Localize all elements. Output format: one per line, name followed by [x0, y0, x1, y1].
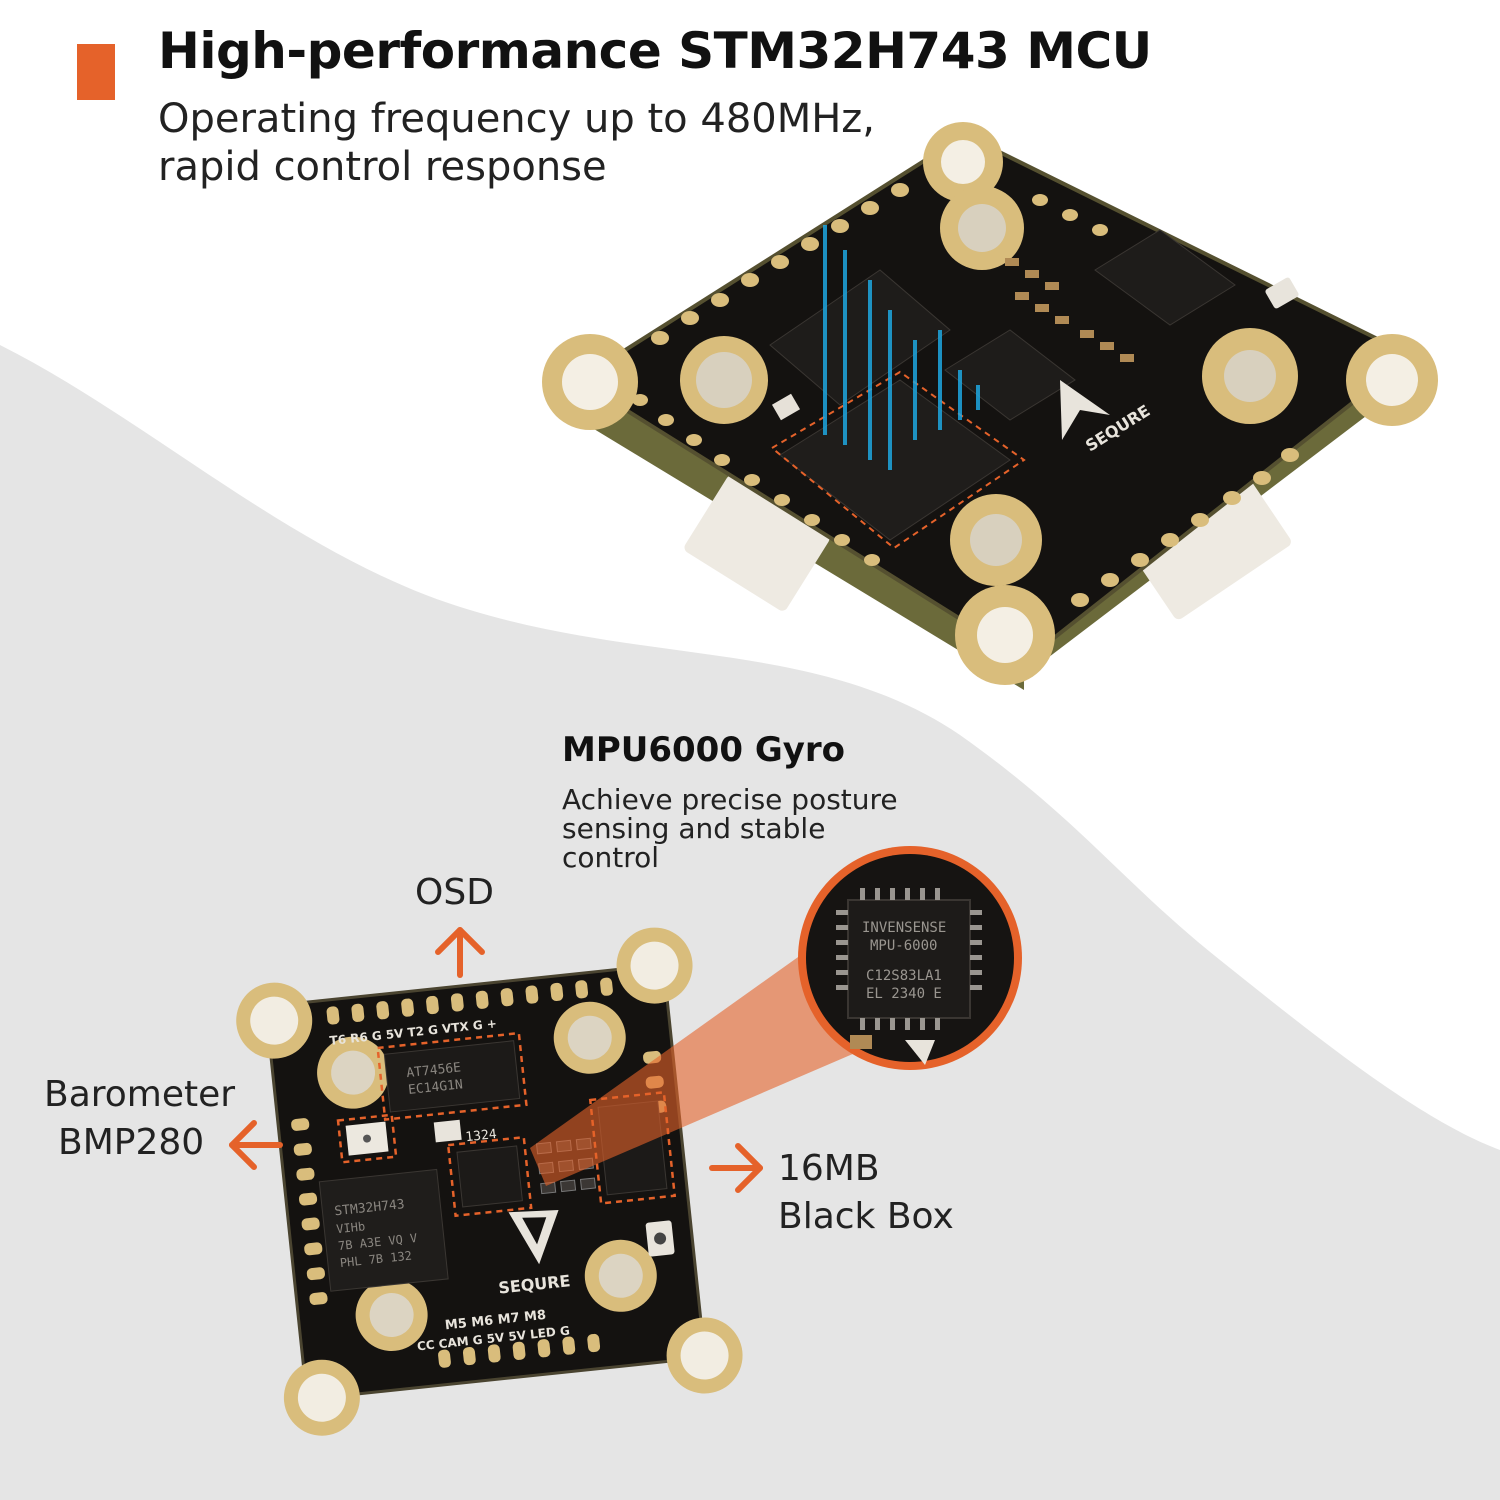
- gyro-chip-label-2: MPU-6000: [870, 938, 937, 954]
- code-1324: 1324: [465, 1127, 498, 1145]
- gyro-title: MPU6000 Gyro: [562, 730, 846, 770]
- blackbox-arrow-icon: [709, 1143, 763, 1193]
- top-mcu-chip: [779, 379, 1011, 541]
- bottom-mount-holes: [236, 927, 743, 1436]
- flight-controller-top-view: SEQURE: [542, 122, 1438, 690]
- top-flash-chip: [1094, 229, 1236, 326]
- blackbox-size-label: 16MB: [778, 1148, 880, 1189]
- barometer-model-label: BMP280: [58, 1122, 205, 1163]
- gyro-magnified-view: INVENSENSE MPU-6000 C12S83LA1 EL 2340 E: [798, 846, 1022, 1070]
- osd-chip-label-1: AT7456E: [406, 1060, 462, 1081]
- connector-left: [684, 475, 830, 611]
- barometer-label: Barometer: [44, 1074, 236, 1115]
- gyro-desc-line-1: Achieve precise posture: [562, 783, 898, 816]
- osd-chip: [383, 1040, 521, 1113]
- page-title: High-performance STM32H743 MCU: [158, 22, 1152, 80]
- top-mount-holes: [542, 122, 1438, 685]
- gyro-chip-label-3: C12S83LA1: [866, 968, 942, 984]
- top-smd-parts: [1005, 258, 1134, 362]
- connector-right: [1129, 470, 1291, 620]
- mcu-chip: [318, 1168, 449, 1292]
- flight-controller-front-view: AT7456E EC14G1N STM32H743 VIHb 7B A3E VQ…: [236, 927, 743, 1436]
- subtitle-line-2: rapid control response: [158, 144, 607, 190]
- signal-lines: [823, 225, 980, 470]
- accent-square: [77, 44, 115, 100]
- gyro-desc-line-2: sensing and stable: [562, 812, 826, 845]
- top-solder-pads: [632, 183, 1299, 607]
- blackbox-label: Black Box: [778, 1196, 954, 1237]
- barometer-arrow-icon: [229, 1120, 283, 1170]
- osd-chip-label-2: EC14G1N: [407, 1077, 463, 1098]
- gyro-desc-line-3: control: [562, 841, 660, 874]
- zoom-cone: [530, 940, 862, 1186]
- gyro-chip: [456, 1145, 523, 1208]
- top-gyro-chip: [944, 329, 1076, 421]
- gyro-chip-label-1: INVENSENSE: [862, 920, 946, 936]
- subtitle-line-1: Operating frequency up to 480MHz,: [158, 96, 876, 142]
- mcu-label-1: STM32H743: [334, 1197, 406, 1219]
- gyro-chip-label-4: EL 2340 E: [866, 986, 942, 1002]
- osd-label: OSD: [415, 872, 494, 913]
- top-boot-button: [1265, 277, 1299, 309]
- osd-arrow-icon: [435, 927, 485, 978]
- mcu-label-2: VIHb: [336, 1219, 366, 1236]
